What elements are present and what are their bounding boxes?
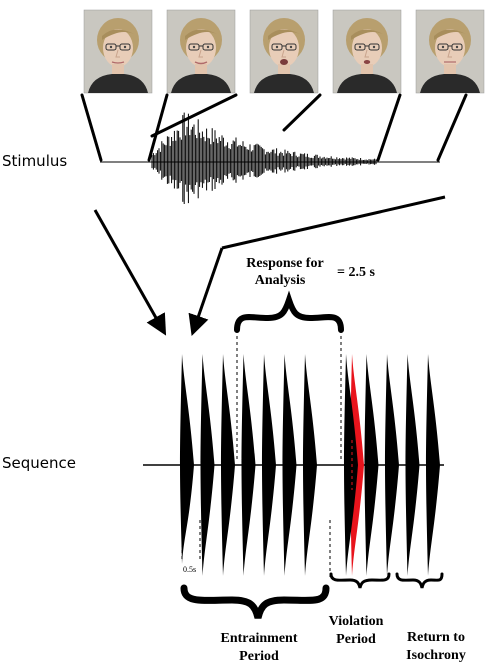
entrainment-brace <box>180 584 330 619</box>
sequence-pulse <box>180 354 194 564</box>
stimulus-frame-4 <box>332 9 402 94</box>
response-duration: = 2.5 s <box>337 265 375 280</box>
dashed-guides <box>181 330 353 578</box>
sequence-pulse <box>282 354 297 576</box>
stimulus-waveform <box>100 112 440 204</box>
sequence-pulse <box>426 354 440 576</box>
stimulus-frame-5 <box>415 9 485 94</box>
sequence-waveform <box>143 354 444 576</box>
sequence-pulse <box>262 354 276 576</box>
sequence-pulse <box>241 354 256 576</box>
sequence-pulse <box>200 354 215 576</box>
return-label-line2: Isochrony <box>406 648 466 663</box>
arrow-right-lower <box>188 247 224 336</box>
response-label-line1: Response for <box>246 256 323 271</box>
stimulus-frame-1 <box>83 9 153 94</box>
period-labels: Entrainment Period Violation Period Retu… <box>221 614 466 664</box>
entrainment-label-line2: Period <box>239 649 279 664</box>
mouth-icon <box>111 61 125 64</box>
frame-connectors <box>80 93 468 162</box>
stimulus-frame-2 <box>166 9 236 94</box>
mouth-icon <box>280 59 288 65</box>
arrow-left <box>93 209 167 336</box>
sequence-pulse <box>344 354 358 576</box>
sequence-pulse <box>385 354 399 576</box>
violation-label-line2: Period <box>336 632 376 647</box>
entrainment-label-line1: Entrainment <box>221 631 298 646</box>
sequence-pulse <box>405 354 420 576</box>
stimulus-frame-3 <box>249 9 319 94</box>
mouth-icon <box>194 61 208 65</box>
response-label-line2: Analysis <box>255 273 306 288</box>
interval-label: 0.5s <box>183 565 196 574</box>
response-annotation: Response for Analysis = 2.5 s <box>234 256 375 333</box>
sequence-label: Sequence <box>2 454 76 472</box>
stimulus-label: Stimulus <box>2 152 67 170</box>
sequence-pulse <box>303 354 317 576</box>
return-label-line1: Return to <box>407 630 465 645</box>
arrow-right-upper <box>221 195 446 250</box>
sequence-pulse <box>364 354 379 576</box>
violation-brace <box>329 572 391 589</box>
sequence-pulse <box>221 354 235 576</box>
stimulus-arrows <box>93 195 446 336</box>
violation-label-line1: Violation <box>329 614 384 629</box>
mouth-icon <box>363 60 371 64</box>
period-braces <box>180 572 444 619</box>
stimulus-frames <box>83 9 485 94</box>
return-brace <box>395 572 444 589</box>
response-brace <box>234 290 344 333</box>
